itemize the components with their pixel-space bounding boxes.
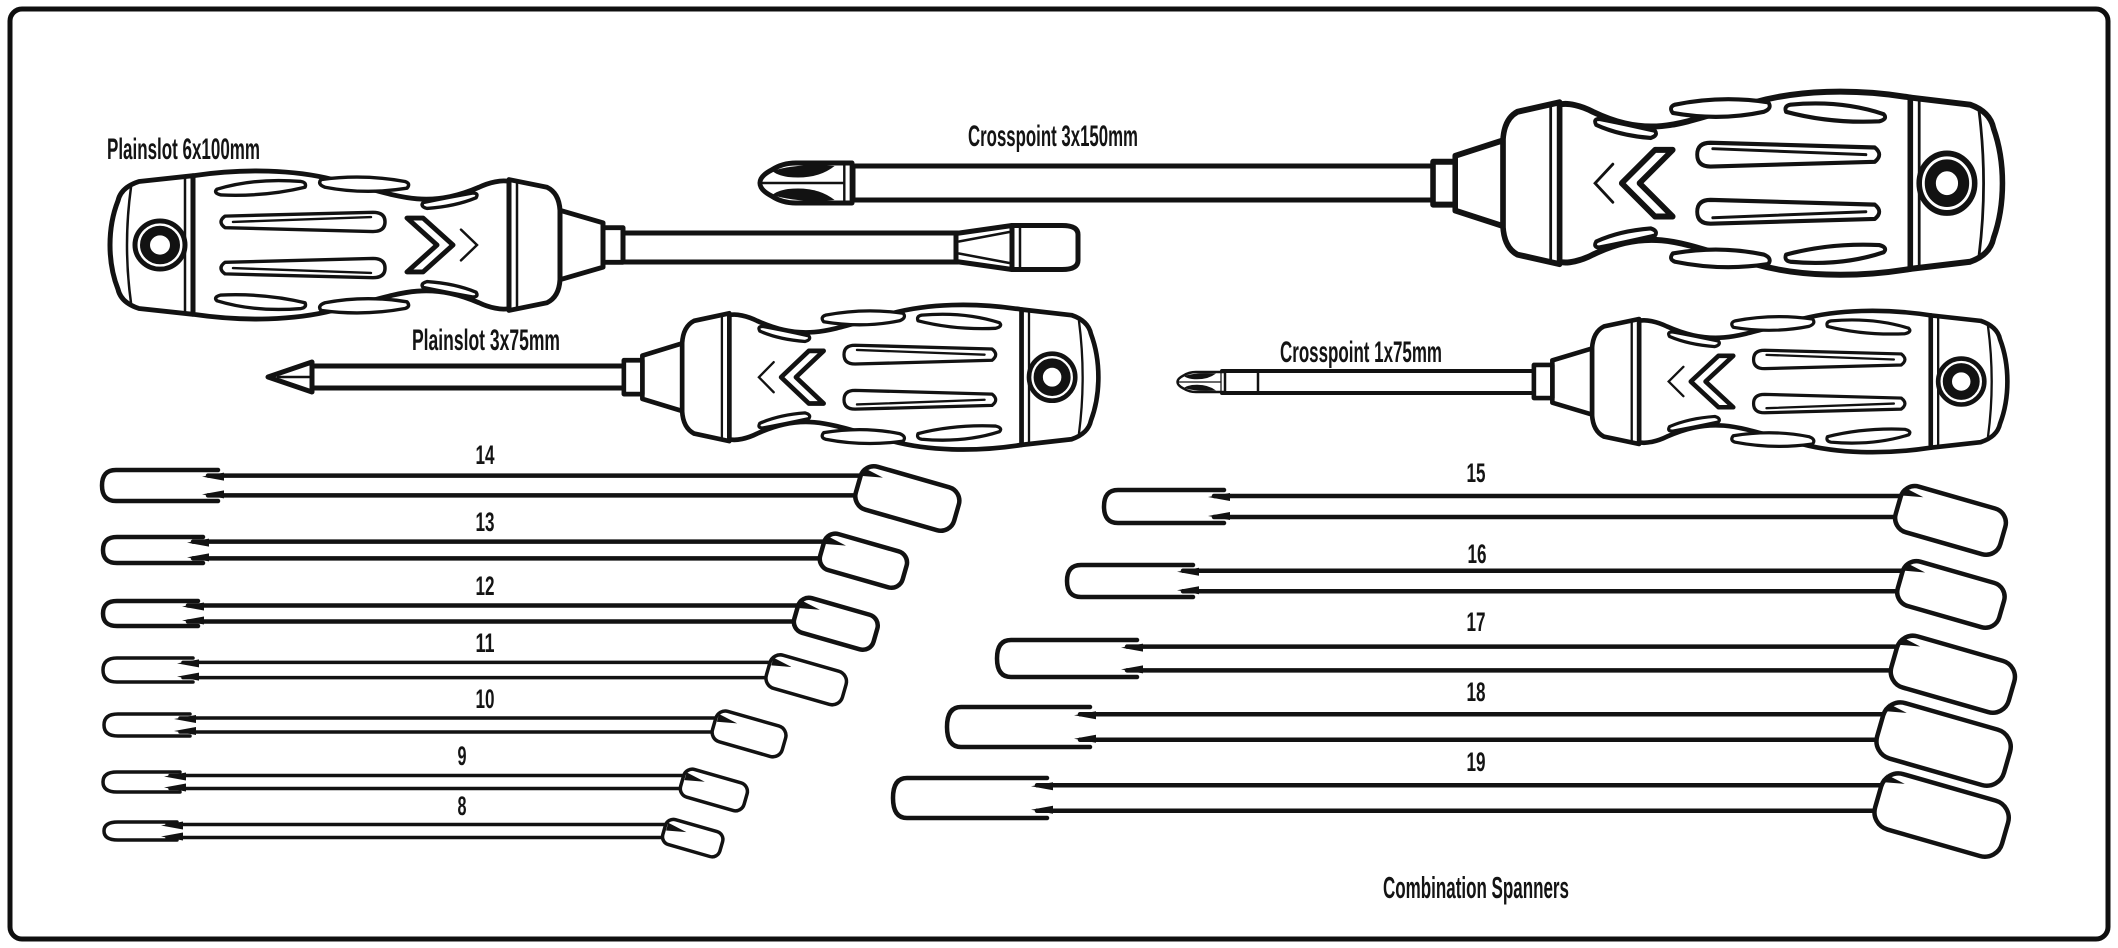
- spanner-ring-end: [1874, 700, 2013, 788]
- spanner-shaft: [1211, 493, 1911, 520]
- spanner-9mm: 9: [101, 741, 750, 813]
- spanner-notch: [161, 821, 183, 841]
- spanner-ring-end: [791, 595, 881, 653]
- phillips-tip: [1176, 370, 1227, 394]
- spanner-notch: [177, 659, 199, 681]
- spanner-shaft: [205, 473, 871, 498]
- flat-blade-tip: [265, 359, 315, 395]
- spanner-size-label: 15: [1467, 458, 1486, 488]
- spanner-notch: [164, 772, 186, 792]
- spanner-ring-end: [1892, 483, 2009, 557]
- spanner-17mm: 17: [994, 607, 2018, 715]
- spanner-ring-end: [678, 767, 750, 813]
- screwdriver-label: Plainslot 3x75mm: [412, 324, 560, 357]
- spanner-open-end: [102, 712, 192, 738]
- spanner-size-label: 9: [458, 741, 467, 771]
- spanner-notch: [182, 602, 204, 625]
- spanner-15mm: 15: [1101, 458, 2009, 557]
- spanner-open-end: [944, 704, 1093, 750]
- spanner-ring-end: [1888, 633, 2018, 715]
- spanner-shaft: [1180, 568, 1913, 594]
- screwdriver-plainslot-6x100mm: Plainslot 6x100mm: [107, 133, 1078, 319]
- spanner-ring-end: [1894, 558, 2007, 630]
- spanner-shaft: [1077, 711, 1893, 743]
- spanner-open-end: [1101, 487, 1227, 526]
- spanner-open-end: [890, 775, 1050, 821]
- spanner-16mm: 16: [1064, 539, 2007, 630]
- spanner-ring-end: [710, 709, 788, 759]
- spanner-open-end: [101, 770, 182, 794]
- spanner-11mm: 11: [101, 628, 849, 707]
- spanner-18mm: 18: [944, 677, 2013, 788]
- spanner-shaft: [185, 603, 809, 624]
- spanner-notch: [1177, 567, 1199, 595]
- spanner-open-end: [99, 467, 221, 504]
- spanner-set-right: 15 16 17 18 19: [890, 458, 2018, 859]
- spanner-notch: [1208, 492, 1230, 521]
- screwdriver-label: Plainslot 6x100mm: [107, 133, 260, 166]
- spanner-ring-end: [660, 817, 725, 859]
- spanner-open-end: [100, 534, 206, 566]
- screwdriver-label: Crosspoint 1x75mm: [1280, 336, 1442, 369]
- spanner-10mm: 10: [102, 684, 788, 759]
- spanner-shaft: [190, 539, 835, 561]
- spanner-ring-end: [853, 463, 962, 533]
- spanner-size-label: 10: [476, 684, 495, 714]
- spanner-8mm: 8: [102, 791, 725, 859]
- spanner-size-label: 18: [1467, 677, 1486, 707]
- spanner-open-end: [100, 598, 201, 629]
- spanner-shaft: [1124, 644, 1907, 673]
- spanner-19mm: 19: [890, 747, 2011, 859]
- spanner-size-label: 16: [1468, 539, 1487, 569]
- spanner-notch: [1121, 643, 1143, 674]
- spanner-notch: [174, 714, 196, 736]
- spanner-shaft: [181, 660, 780, 680]
- spanner-open-end: [102, 820, 179, 842]
- spanner-open-end: [1064, 562, 1196, 600]
- spanner-shaft: [168, 773, 694, 791]
- phillips-tip: [760, 163, 852, 203]
- spanner-size-label: 12: [476, 571, 495, 601]
- spanner-notch: [202, 472, 224, 499]
- spanner-size-label: 14: [476, 440, 495, 470]
- screwdriver-plainslot-3x75mm: Plainslot 3x75mm: [265, 305, 1098, 450]
- spanner-shaft: [165, 822, 676, 840]
- screwdriver-crosspoint-3x150mm: Crosspoint 3x150mm: [760, 92, 2003, 275]
- spanner-set-left: 14 13 12 11 10 9 8: [99, 440, 962, 859]
- spanner-notch: [1031, 782, 1053, 814]
- spanner-ring-end: [764, 653, 849, 707]
- flat-blade-tip: [956, 226, 1078, 270]
- spanner-size-label: 8: [458, 791, 467, 821]
- spanner-notch: [187, 538, 209, 562]
- spanner-size-label: 13: [476, 507, 495, 537]
- spanner-12mm: 12: [100, 571, 881, 653]
- screwdriver-crosspoint-1x75mm: Crosspoint 1x75mm: [1176, 311, 2008, 452]
- spanner-size-label: 17: [1467, 607, 1486, 637]
- footer-label: Combination Spanners: [1383, 870, 1569, 905]
- spanner-ring-end: [1872, 771, 2011, 859]
- spanner-notch: [1074, 711, 1096, 743]
- spanner-size-label: 11: [476, 628, 495, 658]
- spanner-14mm: 14: [99, 440, 962, 533]
- spanner-open-end: [994, 637, 1140, 680]
- spanner-ring-end: [817, 531, 910, 591]
- spanner-size-label: 19: [1467, 747, 1486, 777]
- spanner-shaft: [1034, 782, 1891, 814]
- spanner-shaft: [178, 716, 726, 734]
- spanner-open-end: [101, 656, 195, 684]
- spanner-13mm: 13: [100, 507, 910, 591]
- screwdriver-label: Crosspoint 3x150mm: [968, 120, 1138, 153]
